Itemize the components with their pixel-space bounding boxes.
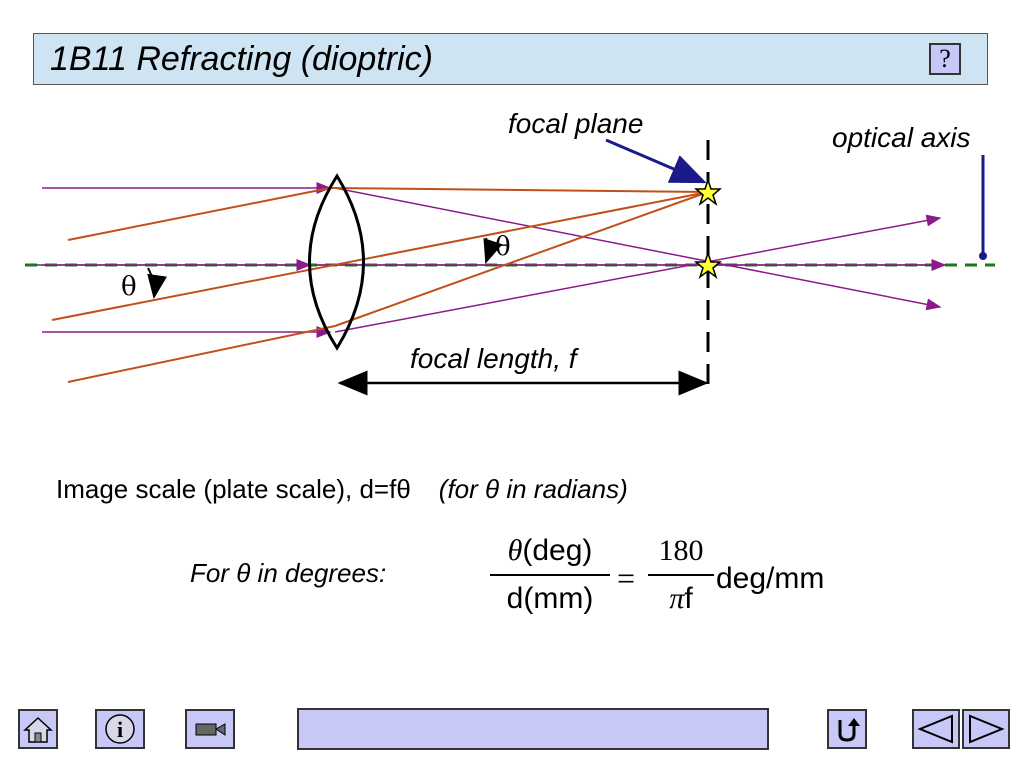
ray-orange-top-out xyxy=(329,187,709,193)
eq-right-denominator: πf xyxy=(669,582,693,615)
optical-axis-label: optical axis xyxy=(832,122,971,153)
home-icon xyxy=(23,716,53,743)
ray-purple-top-out xyxy=(334,187,942,311)
info-icon: i xyxy=(105,714,135,744)
camera-icon xyxy=(195,723,226,736)
equation-left-fraction: θ(deg) d(mm) xyxy=(490,534,610,616)
lens xyxy=(308,173,365,351)
theta-arc-right xyxy=(483,237,503,264)
ray-orange-top xyxy=(67,187,331,241)
image-scale-text: Image scale (plate scale), d=fθ (for θ in… xyxy=(56,474,628,505)
eq-left-numerator: θ(deg) xyxy=(507,534,593,567)
theta-arc-left xyxy=(147,267,168,299)
help-button[interactable]: ? xyxy=(929,43,961,75)
home-button[interactable] xyxy=(18,709,58,749)
focus-star-axis xyxy=(693,250,723,280)
eq-right-numerator: 180 xyxy=(658,534,704,567)
return-icon xyxy=(838,718,860,742)
title-bar: 1B11 Refracting (dioptric) ? xyxy=(33,33,988,85)
next-button[interactable] xyxy=(962,709,1010,749)
ray-orange-bottom xyxy=(67,325,336,383)
progress-bar xyxy=(297,708,769,750)
eq-units: deg/mm xyxy=(716,562,825,595)
prev-icon xyxy=(917,714,953,744)
prev-button[interactable] xyxy=(912,709,960,749)
svg-text:i: i xyxy=(117,717,123,742)
ray-orange-bottom-out xyxy=(334,191,709,327)
focus-star-top xyxy=(693,177,723,207)
eq-equals: = xyxy=(617,560,636,596)
next-icon xyxy=(969,714,1005,744)
ray-purple-bottom-out xyxy=(334,214,942,333)
theta-symbol-right: θ xyxy=(495,232,511,262)
camera-button[interactable] xyxy=(185,709,235,749)
optical-axis-dot xyxy=(979,252,987,260)
equation-right-fraction: 180 πf xyxy=(648,534,714,616)
image-scale-note: (for θ in radians) xyxy=(438,474,628,504)
help-icon: ? xyxy=(939,44,951,73)
degrees-label: For θ in degrees: xyxy=(190,558,387,588)
theta-symbol-left: θ xyxy=(121,272,137,302)
ray-orange-mid xyxy=(51,191,709,321)
return-button[interactable] xyxy=(827,709,867,749)
info-button[interactable]: i xyxy=(95,709,145,749)
page-title: 1B11 Refracting (dioptric) xyxy=(50,40,433,78)
image-scale-main: Image scale (plate scale), d=fθ xyxy=(56,474,411,504)
focal-length-label: focal length, f xyxy=(410,343,577,374)
focal-plane-arrow xyxy=(605,138,707,184)
focal-plane-label: focal plane xyxy=(508,108,644,139)
eq-left-denominator: d(mm) xyxy=(506,582,594,615)
